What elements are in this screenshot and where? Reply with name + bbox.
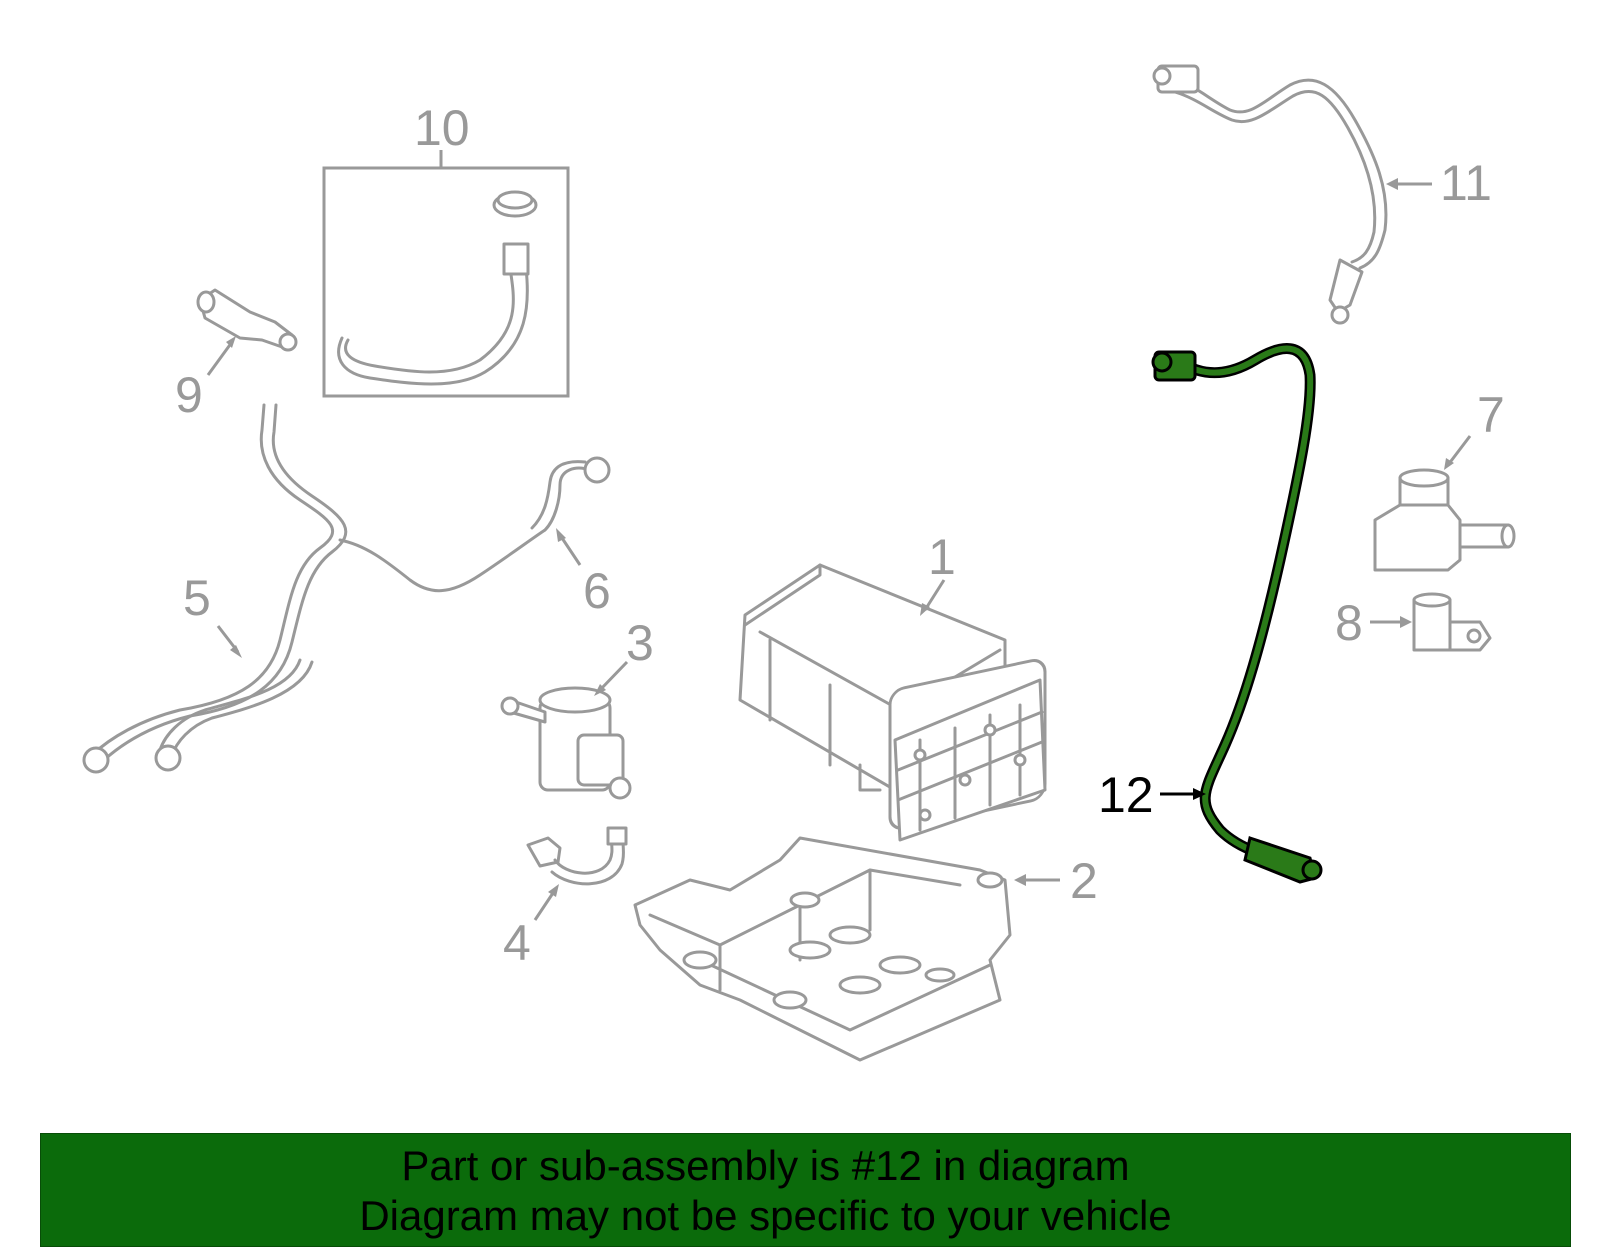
part-8-bracket[interactable]: 8: [1335, 592, 1492, 652]
banner-line-1: Part or sub-assembly is #12 in diagram: [401, 1142, 1130, 1189]
callout-3: 3: [626, 615, 654, 671]
part-9-valve[interactable]: [196, 288, 298, 376]
info-banner: Part or sub-assembly is #12 in diagram D…: [40, 1133, 1571, 1247]
callout-9: 9: [175, 367, 203, 423]
part-7-valve[interactable]: 7: [1373, 387, 1516, 572]
part-6-hose-end[interactable]: 6: [530, 456, 611, 619]
callout-1: 1: [928, 529, 956, 585]
part-5-tube-assembly[interactable]: 5: [82, 403, 547, 774]
callout-2: 2: [1070, 853, 1098, 909]
callout-11: 11: [1440, 155, 1492, 211]
part-4-connector-hose[interactable]: 4: [503, 826, 628, 971]
callout-6: 6: [583, 563, 611, 619]
callout-4: 4: [503, 915, 531, 971]
callout-7: 7: [1477, 387, 1505, 443]
callout-10: 10: [414, 100, 470, 156]
banner-line-2: Diagram may not be specific to your vehi…: [359, 1192, 1172, 1239]
callout-8: 8: [1335, 595, 1363, 651]
part-3-purge-valve[interactable]: 3: [500, 615, 654, 800]
callout-12: 12: [1098, 767, 1154, 823]
part-2-bracket[interactable]: 2: [633, 836, 1098, 1062]
part-12-oxygen-sensor-highlighted[interactable]: 12: [1098, 343, 1323, 884]
part-11-oxygen-sensor[interactable]: 11: [1152, 64, 1492, 325]
callout-5: 5: [183, 570, 211, 626]
part-10-hose-kit[interactable]: [322, 150, 570, 398]
part-1-canister[interactable]: 1: [738, 529, 1047, 842]
